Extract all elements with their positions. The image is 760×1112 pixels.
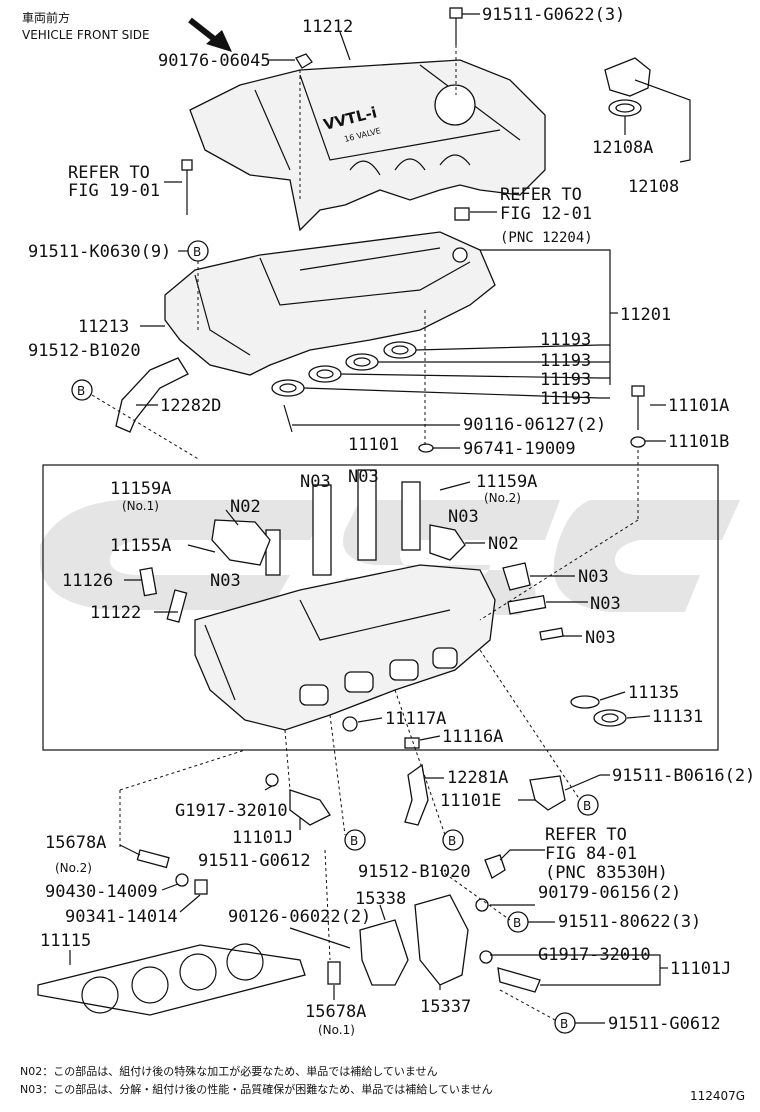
marker-b: B	[560, 1017, 568, 1031]
label-90176-06045: 90176-06045	[158, 51, 271, 71]
label-91511-g0612: 91511-G0612	[198, 851, 311, 871]
label-12281a: 12281A	[447, 768, 508, 788]
label-11193: 11193	[540, 330, 591, 350]
label-12282d: 12282D	[160, 396, 221, 416]
label-g1917-32010: G1917-32010	[175, 801, 288, 821]
direction-label-en: VEHICLE FRONT SIDE	[22, 28, 150, 42]
label-90430-14009: 90430-14009	[45, 882, 158, 902]
label-n03: N03	[578, 567, 609, 587]
label-12108a: 12108A	[592, 138, 653, 158]
label-90179-06156: 90179-06156(2)	[538, 883, 681, 903]
label-12108: 12108	[628, 177, 679, 197]
bolt-icons	[181, 7, 646, 453]
label-11101j-b: 11101J	[670, 959, 731, 979]
label-15337: 15337	[420, 997, 471, 1017]
label-11193: 11193	[540, 351, 591, 371]
head-cover-11201	[164, 231, 496, 376]
label-11201: 11201	[620, 305, 671, 325]
label-11159a-no2: 11159A	[476, 472, 537, 492]
marker-b: B	[513, 916, 521, 930]
label-15678a-no1: 15678A	[305, 1002, 366, 1022]
gaskets-11193	[271, 341, 417, 397]
marker-b-group: B B B B B B B	[71, 240, 599, 1034]
marker-b: B	[77, 384, 85, 398]
label-11212: 11212	[302, 17, 353, 37]
label-n03: N03	[300, 472, 331, 492]
label-11101e: 11101E	[440, 791, 501, 811]
label-11159a-no1: 11159A	[110, 479, 171, 499]
label-15338: 15338	[355, 889, 406, 909]
label-n02: N02	[230, 497, 261, 517]
label-n02: N02	[488, 534, 519, 554]
label-11193: 11193	[540, 370, 591, 390]
oil-filler-cap-12108	[604, 57, 651, 117]
label-91512-b1020: 91512-B1020	[358, 862, 471, 882]
label-11126: 11126	[62, 571, 113, 591]
label-11193: 11193	[540, 389, 591, 409]
label-n03: N03	[448, 507, 479, 527]
label-n03: N03	[348, 467, 379, 487]
label-90341-14014: 90341-14014	[65, 907, 178, 927]
marker-b: B	[448, 834, 456, 848]
label-refer-19-01-b: FIG 19-01	[68, 181, 160, 201]
leader-lines	[69, 13, 691, 1024]
label-11117a: 11117A	[385, 709, 446, 729]
label-91511-g0612-b: 91511-G0612	[608, 1014, 721, 1034]
label-91511-g0622: 91511-G0622(3)	[482, 5, 625, 25]
label-11101: 11101	[348, 435, 399, 455]
label-11122: 11122	[90, 603, 141, 623]
part-labels: 11212 91511-G0622(3) 90176-06045 12108A …	[28, 5, 755, 1037]
label-96741-19009: 96741-19009	[463, 439, 576, 459]
marker-b: B	[350, 834, 358, 848]
label-90126-06022: 90126-06022(2)	[228, 907, 371, 927]
label-refer-12-01-c: (PNC 12204)	[500, 230, 593, 246]
label-refer-84-01-c: (PNC 83530H)	[545, 863, 668, 883]
label-11159a-no2-sub: (No.2)	[484, 491, 521, 505]
label-11131: 11131	[652, 707, 703, 727]
label-11101j: 11101J	[232, 828, 293, 848]
footnote-n03: N03：この部品は、分解・組付け後の性能・品質確保が困難なため、単品では補給して…	[20, 1082, 493, 1096]
label-refer-12-01-a: REFER TO	[500, 185, 582, 205]
label-91512-b1020: 91512-B1020	[28, 341, 141, 361]
label-91511-k0630: 91511-K0630(9)	[28, 242, 171, 262]
label-11101b: 11101B	[668, 432, 729, 452]
label-11159a-no1-sub: (No.1)	[122, 499, 159, 513]
label-11116a: 11116A	[442, 727, 503, 747]
head-cover-11212: VVTL-i 16 VALVE	[189, 59, 546, 232]
label-91511-80622: 91511-80622(3)	[558, 912, 701, 932]
label-15678a-no2: 15678A	[45, 833, 106, 853]
label-11135: 11135	[628, 683, 679, 703]
label-refer-84-01-b: FIG 84-01	[545, 844, 637, 864]
label-11213: 11213	[78, 317, 129, 337]
marker-b: B	[193, 245, 201, 259]
label-90116-06127: 90116-06127(2)	[463, 415, 606, 435]
label-11115: 11115	[40, 931, 91, 951]
label-n03: N03	[585, 628, 616, 648]
phantom-lines	[91, 45, 639, 1021]
label-15678a-no1-sub: (No.1)	[318, 1023, 355, 1037]
label-11101a: 11101A	[668, 396, 729, 416]
label-refer-12-01-b: FIG 12-01	[500, 204, 592, 224]
cylinder-head-11101	[139, 469, 627, 749]
label-11155a: 11155A	[110, 536, 171, 556]
cylinder-head-box	[42, 464, 719, 751]
label-n03: N03	[210, 571, 241, 591]
label-refer-19-01-a: REFER TO	[68, 163, 150, 183]
label-n03: N03	[590, 594, 621, 614]
lower-parts	[37, 763, 566, 1016]
bracket-12282d	[115, 357, 189, 433]
label-91511-b0616: 91511-B0616(2)	[612, 766, 755, 786]
direction-label-jp: 車両前方	[22, 10, 70, 25]
marker-b: B	[583, 799, 591, 813]
label-15678a-no2-sub: (No.2)	[55, 861, 92, 875]
label-g1917-32010-b: G1917-32010	[538, 945, 651, 965]
front-arrow-icon	[188, 17, 232, 52]
footnote-n02: N02：この部品は、組付け後の特殊な加工が必要なため、単品では補給していません	[20, 1064, 438, 1078]
label-refer-84-01-a: REFER TO	[545, 825, 627, 845]
figure-id: 112407G	[690, 1089, 745, 1103]
